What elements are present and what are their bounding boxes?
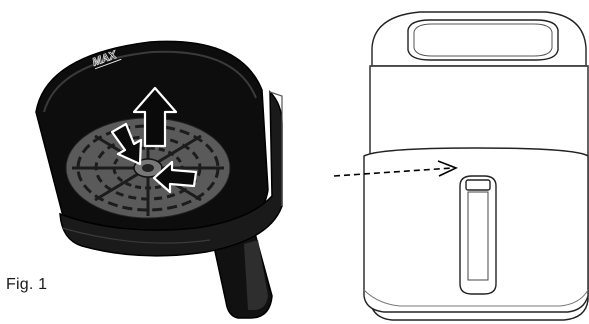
air-fryer [364, 12, 588, 320]
release-button [466, 180, 490, 190]
drawer-handle [460, 176, 496, 294]
figure-label: Fig. 1 [6, 276, 47, 294]
basket: MAX [36, 41, 282, 318]
control-panel [408, 20, 558, 60]
